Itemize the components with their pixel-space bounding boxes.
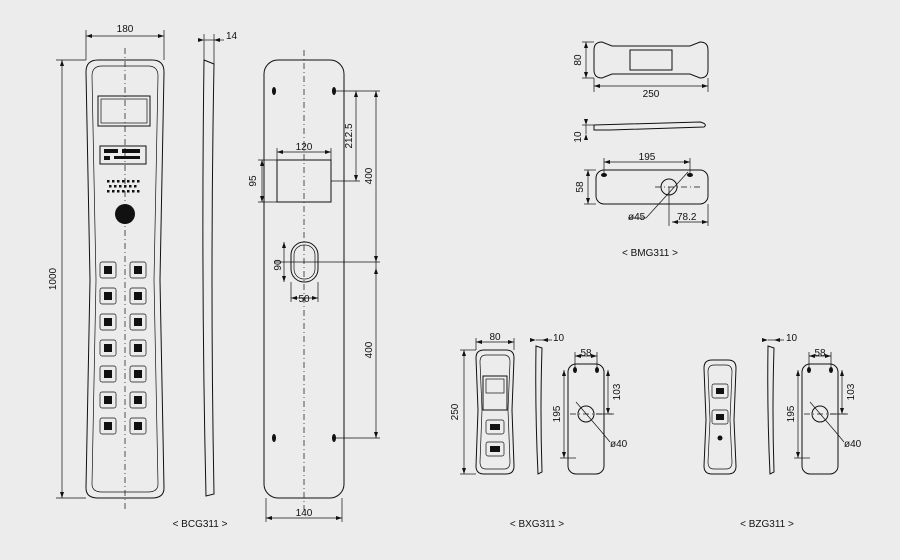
dim-bzg-back-offset: 103 [846, 383, 857, 400]
bzg-front-view [703, 359, 737, 475]
dim-bcg-height: 1000 [48, 267, 59, 290]
dim-bxg-back-hole: ø40 [610, 439, 628, 450]
dim-bcg-bottom-width: 140 [296, 508, 313, 519]
dim-bxg-back-span: 195 [552, 405, 563, 422]
dim-bcg-side-depth: 14 [226, 31, 238, 42]
dim-bcg-offset-top: 212.5 [344, 123, 355, 148]
dim-bmg-back-span: 195 [639, 152, 656, 163]
dim-bcg-span-upper: 400 [364, 167, 375, 184]
dim-bmg-side-depth: 10 [573, 131, 584, 143]
bmg-side-view [582, 119, 706, 140]
dim-bxg-side-depth: 10 [553, 333, 565, 344]
bzg-back-view [794, 352, 848, 475]
dim-bmg-front-width: 250 [643, 89, 660, 100]
bcg-front-view [56, 30, 165, 510]
caption-bmg311: < BMG311 > [622, 248, 678, 259]
bxg-back-view [560, 352, 614, 475]
bmg-back-view [584, 158, 709, 226]
dim-bcg-width: 180 [117, 24, 134, 35]
caption-bzg311: < BZG311 > [740, 519, 794, 530]
bcg-side-view [198, 34, 224, 497]
dim-bmg-front-height: 80 [573, 54, 584, 66]
bzg-side-view [762, 338, 784, 475]
dim-bzg-back-hole: ø40 [844, 439, 862, 450]
dim-bzg-back-width: 58 [814, 348, 826, 359]
dim-bxg-front-width: 80 [489, 332, 501, 343]
dim-bzg-side-depth: 10 [786, 333, 798, 344]
dim-bcg-cutout-height: 95 [248, 175, 259, 187]
caption-bxg311: < BXG311 > [510, 519, 564, 530]
bcg-back-view [258, 50, 380, 522]
dim-bcg-span-lower: 400 [364, 341, 375, 358]
dim-bcg-cutout-width: 120 [296, 142, 313, 153]
bxg-front-view [460, 338, 515, 475]
dim-bxg-back-offset: 103 [612, 383, 623, 400]
dim-bcg-hole-width: 50 [298, 294, 310, 305]
bxg-side-view [530, 338, 552, 475]
caption-bcg311: < BCG311 > [173, 519, 228, 530]
dim-bxg-front-height: 250 [450, 403, 461, 420]
dim-bmg-back-hole: ø45 [628, 212, 646, 223]
bmg-front-view [582, 41, 709, 92]
dim-bmg-back-height: 58 [575, 181, 586, 193]
dim-bcg-hole-height: 90 [273, 259, 284, 271]
dim-bzg-back-span: 195 [786, 405, 797, 422]
dim-bxg-back-width: 58 [580, 348, 592, 359]
dim-bmg-back-offset: 78.2 [677, 212, 697, 223]
